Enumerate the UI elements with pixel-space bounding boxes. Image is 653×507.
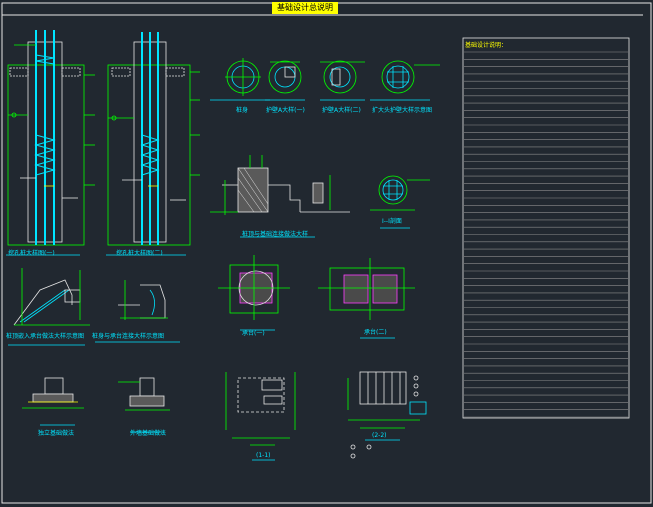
caption-cap-one: 承台(一) xyxy=(242,330,265,337)
caption-footing-a: 独立基础做法 xyxy=(38,430,75,437)
cap-detail-a xyxy=(8,268,90,346)
cap-one-plan xyxy=(218,255,290,331)
notes-panel xyxy=(462,37,630,419)
caption-ring-1: 桩身 xyxy=(236,107,249,114)
pile-detail-a xyxy=(6,30,95,256)
plan-b xyxy=(347,371,427,441)
caption-pile-b: 挖孔桩大样图(二) xyxy=(116,250,163,257)
small-markers xyxy=(350,444,372,459)
cap-detail-b xyxy=(95,280,180,343)
caption-pile-a: 挖孔桩大样图(一) xyxy=(8,250,55,257)
caption-ring-2: 护壁A大样(一) xyxy=(266,107,305,114)
notes-heading: 基础设计说明： xyxy=(465,42,508,49)
section-i-i xyxy=(370,175,430,229)
caption-ring-4: 扩大头护壁大样示意图 xyxy=(372,107,433,114)
sheet-title: 基础设计总说明 xyxy=(272,2,338,14)
caption-ring-3: 护壁A大样(二) xyxy=(322,107,361,114)
caption-cap-two: 承台(二) xyxy=(364,329,387,336)
ring-sections xyxy=(210,58,440,101)
footing-b xyxy=(118,377,170,433)
plan-a xyxy=(225,372,296,461)
caption-footing-b: 外墙基础做法 xyxy=(130,430,167,437)
caption-plan-b: (2-2) xyxy=(372,432,387,439)
caption-cap-detail-a: 桩顶嵌入承台做法大样示意图 xyxy=(6,333,85,340)
caption-plan-a: (1-1) xyxy=(256,452,271,459)
cap-two-plan xyxy=(318,258,415,339)
connection-detail xyxy=(210,155,350,238)
footing-a xyxy=(22,377,84,426)
pile-detail-b xyxy=(106,32,200,256)
caption-section-i: I--I剖面 xyxy=(382,218,402,225)
caption-connection: 桩顶与基础连接做法大样 xyxy=(242,231,309,238)
caption-cap-detail-b: 桩身与承台连接大样示意图 xyxy=(92,333,165,340)
